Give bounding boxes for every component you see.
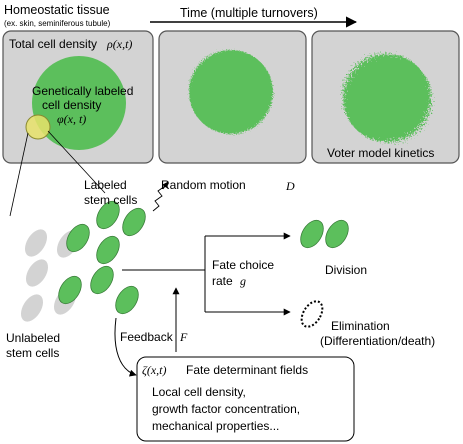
green-cell <box>66 223 90 253</box>
panel-1-label: Total cell density <box>9 37 97 51</box>
blob-label-math: φ(x, t) <box>57 112 86 126</box>
fate-determinant-box <box>136 356 355 442</box>
fate-determinant-math: ζ(x,t) <box>142 363 167 377</box>
random-motion-label: Random motion <box>161 178 246 192</box>
zoom-circle <box>25 114 51 140</box>
panel-1-math: ρ(x,t) <box>106 37 132 51</box>
labeled-stem-line1: Labeled <box>84 178 127 192</box>
fate-determinant-curve-arrow <box>114 317 137 377</box>
diffusing-blob <box>189 50 273 134</box>
voter-blob <box>343 54 431 142</box>
labeled-stem-line2: stem cells <box>84 193 137 207</box>
fate-determinant-item-1: Local cell density, <box>152 385 246 399</box>
fate-determinant-title: Fate determinant fields <box>186 363 308 377</box>
green-cell <box>90 265 114 295</box>
division-cell-2 <box>325 219 349 249</box>
green-cell <box>122 207 146 237</box>
unlabeled-stem-line2: stem cells <box>6 346 59 360</box>
random-motion-arrow <box>162 181 169 190</box>
random-motion-math: D <box>285 179 295 193</box>
fate-determinant-item-3: mechanical properties... <box>152 419 279 433</box>
elimination-label-1: Elimination <box>331 319 390 333</box>
blob-label-line2: cell density <box>42 98 101 112</box>
random-motion-zigzag <box>152 185 166 212</box>
feedback-math: F <box>179 330 188 344</box>
labeled-cells <box>58 200 146 315</box>
header-title: Homeostatic tissue <box>4 3 110 17</box>
eliminated-cell <box>300 300 324 328</box>
green-cell <box>58 275 82 305</box>
green-cell <box>115 285 139 315</box>
fate-determinant-item-2: growth factor concentration, <box>152 402 300 416</box>
fate-choice-math: g <box>240 274 246 288</box>
time-label: Time (multiple turnovers) <box>180 6 318 20</box>
blob-label-line1: Genetically labeled <box>32 84 133 98</box>
labeled-cell-blob <box>32 56 126 150</box>
gray-cell <box>20 294 44 322</box>
elimination-label-2: (Differentiation/death) <box>320 334 435 348</box>
panel-3-label: Voter model kinetics <box>327 146 434 160</box>
fate-choice-line2: rate <box>212 274 233 288</box>
feedback-label: Feedback <box>120 330 174 344</box>
gray-cell <box>25 259 49 287</box>
gray-cell <box>24 229 48 257</box>
fate-choice-line1: Fate choice <box>212 258 274 272</box>
green-cell <box>96 200 120 230</box>
zoom-line-right <box>47 130 106 194</box>
zoom-line-left <box>9 132 29 217</box>
division-label: Division <box>325 263 367 277</box>
green-cell <box>96 235 120 265</box>
header-subtitle: (ex. skin, seminiferous tubule) <box>4 19 111 28</box>
division-cell-1 <box>300 219 324 249</box>
unlabeled-stem-line1: Unlabeled <box>6 331 60 345</box>
unlabeled-cells <box>20 229 80 322</box>
